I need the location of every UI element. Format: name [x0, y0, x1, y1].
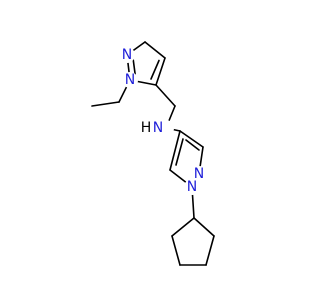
atom-label-nitrogen: N [153, 120, 163, 136]
bond [171, 217, 195, 237]
bond [193, 217, 215, 237]
bond [144, 41, 166, 59]
bond [169, 130, 181, 171]
bond [179, 130, 204, 148]
bond [91, 101, 120, 107]
atom-label-hydrogen: H [141, 120, 152, 136]
molecule-structure: N N H N N N [91, 41, 215, 266]
atom-label-nitrogen: N [122, 47, 132, 63]
bond [175, 138, 184, 166]
atom-label-nitrogen: N [187, 179, 197, 195]
atom-label-nitrogen: N [125, 72, 135, 88]
atom-labels: N N H N N N [119, 47, 207, 195]
bond [155, 84, 176, 107]
bond [205, 235, 215, 266]
bond [150, 59, 160, 80]
cyclopentyl-ring [171, 186, 215, 266]
atom-label-nitrogen: N [194, 166, 204, 182]
bond [155, 57, 166, 86]
bond [171, 235, 181, 266]
bond [185, 139, 200, 151]
